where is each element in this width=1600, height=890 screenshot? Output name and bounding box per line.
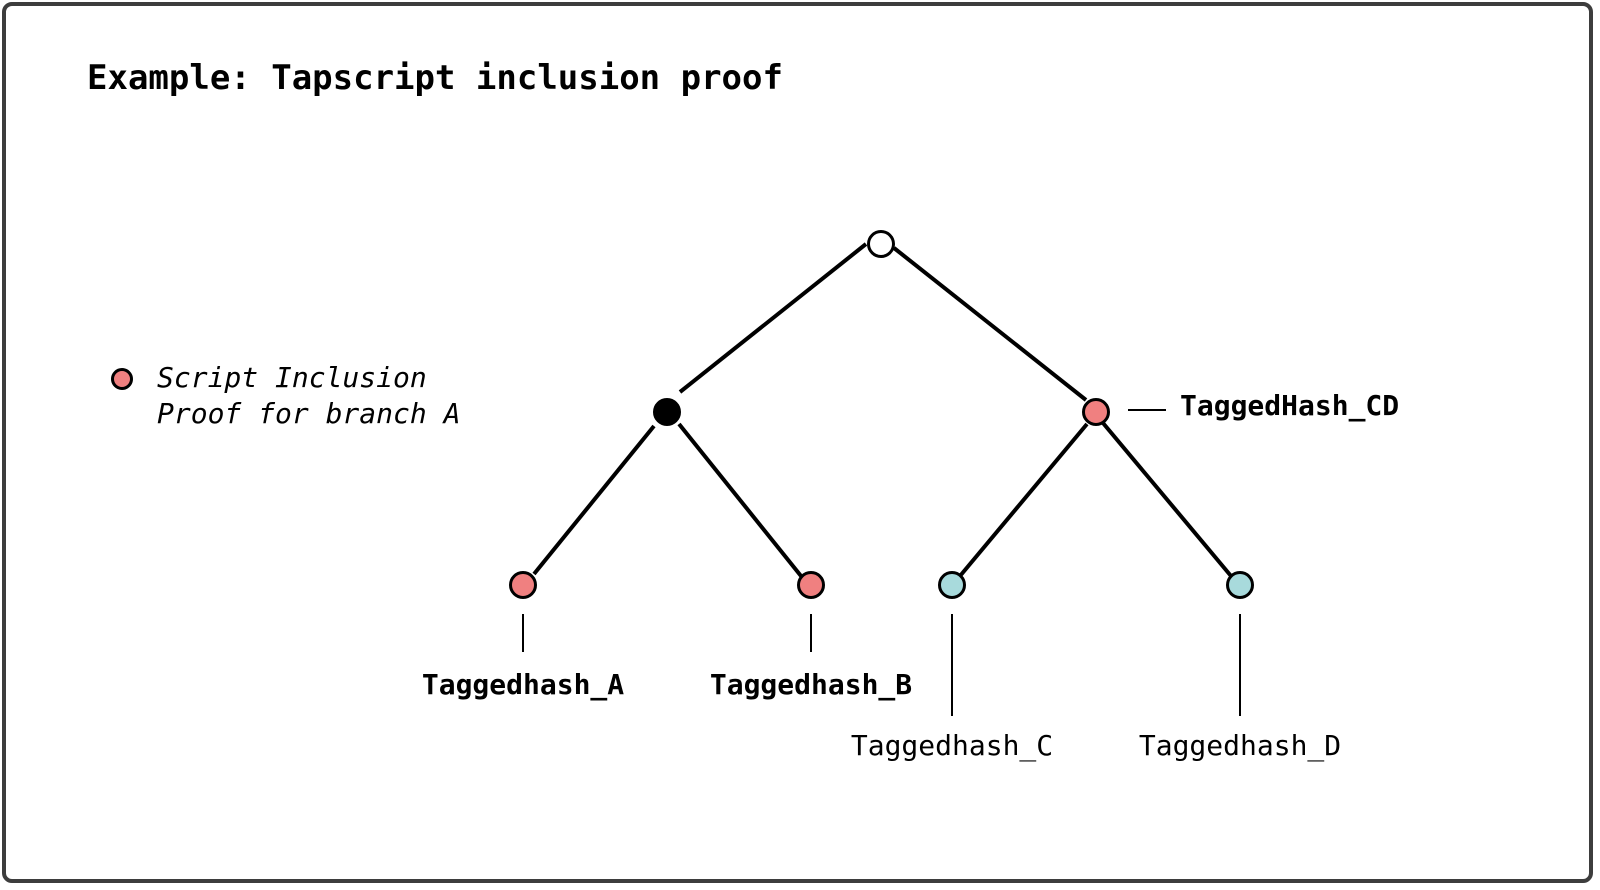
legend-line-2: Proof for branch A xyxy=(157,397,461,430)
edge-cd-c xyxy=(958,422,1089,578)
edge-root-cd xyxy=(892,246,1088,402)
legend-proof-dot xyxy=(111,368,133,390)
leaf-d-node xyxy=(1226,571,1254,599)
branch-cd-node xyxy=(1082,398,1110,426)
edge-root-ab xyxy=(678,242,868,394)
root-node xyxy=(867,230,895,258)
edge-ab-a xyxy=(532,424,656,576)
legend-line-1: Script Inclusion xyxy=(157,361,427,394)
edge-ab-b xyxy=(677,422,803,578)
legend-text: Script Inclusion Proof for branch A xyxy=(157,360,460,432)
leaf-a-node xyxy=(509,571,537,599)
label-taggedhash-d: Taggedhash_D xyxy=(1138,729,1342,762)
diagram-title: Example: Tapscript inclusion proof xyxy=(87,58,783,98)
leaf-c-node xyxy=(938,571,966,599)
branch-ab-node xyxy=(653,398,681,426)
label-taggedhash-c: Taggedhash_C xyxy=(850,729,1054,762)
edge-cd-d xyxy=(1101,421,1233,578)
label-taggedhash-b: Taggedhash_B xyxy=(709,668,913,701)
label-taggedhash-cd: TaggedHash_CD xyxy=(1180,389,1400,422)
label-taggedhash-a: Taggedhash_A xyxy=(421,668,625,701)
leaf-b-node xyxy=(797,571,825,599)
